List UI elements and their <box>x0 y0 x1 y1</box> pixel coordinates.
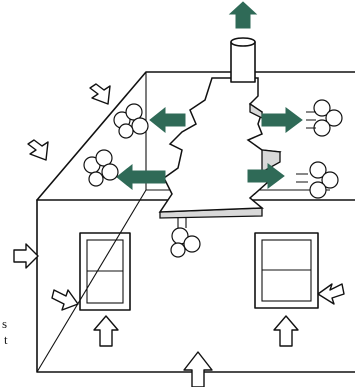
edge-text-line1: s <box>2 317 7 331</box>
window-right <box>255 233 318 308</box>
window-left <box>80 233 130 310</box>
outline-arrow-left-wall <box>14 244 38 268</box>
outline-arrow-left-window-sill <box>94 316 118 346</box>
outline-arrow-roof-lower <box>28 140 48 160</box>
outline-arrow-floor <box>184 352 212 387</box>
edge-text-line2: t <box>4 333 8 347</box>
outline-arrow-left-window <box>52 290 78 310</box>
outline-arrow-roof-upper <box>90 84 110 104</box>
outline-arrow-right-window-sill <box>274 316 298 346</box>
outline-arrow-right-window <box>318 284 344 304</box>
green-up-arrow <box>230 2 256 28</box>
smoke-puff-under-duct <box>171 218 200 257</box>
chimney <box>231 38 255 82</box>
